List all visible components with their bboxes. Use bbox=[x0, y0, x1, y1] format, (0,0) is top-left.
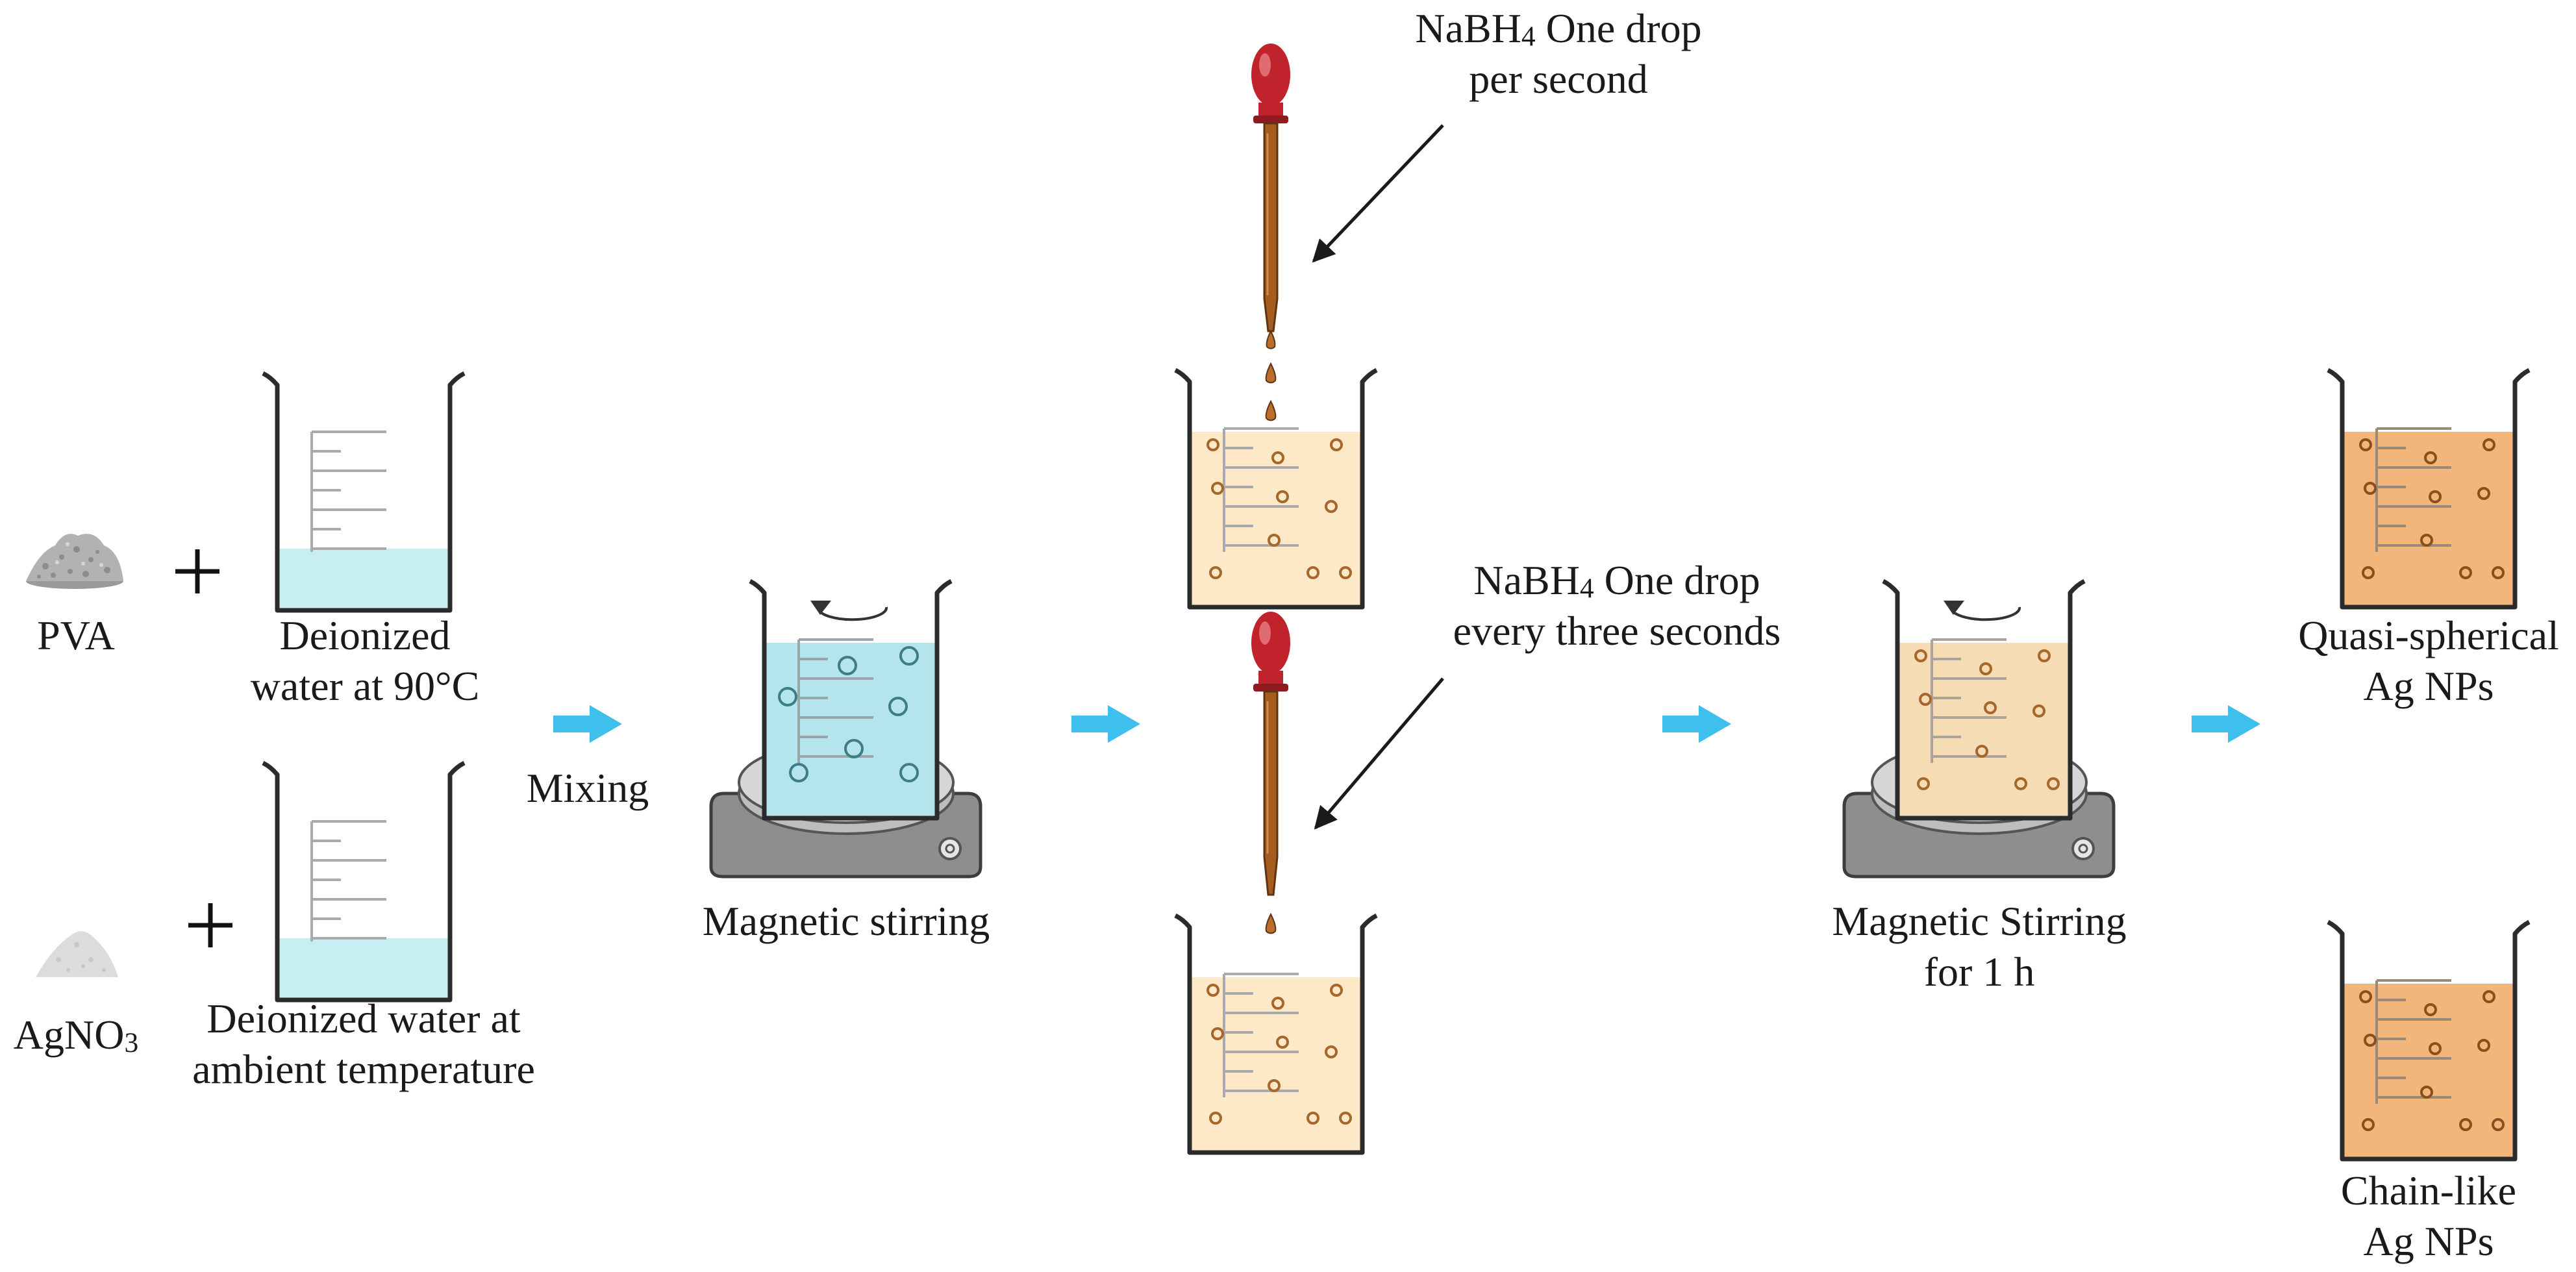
quasi-spherical-label: Quasi-spherical Ag NPs bbox=[2298, 612, 2559, 709]
falling-drop bbox=[1265, 912, 1277, 934]
chain-like-label: Chain-like Ag NPs bbox=[2340, 1167, 2517, 1264]
plus-icon bbox=[188, 903, 232, 947]
beaker-quasi-spherical bbox=[2327, 368, 2531, 610]
agno3-label: AgNO3 bbox=[13, 1012, 139, 1059]
beaker-mixing bbox=[749, 579, 953, 821]
stirrer-knob-icon bbox=[938, 837, 962, 860]
process-arrow bbox=[2192, 705, 2260, 743]
beaker-slow-reduction bbox=[1174, 913, 1378, 1155]
rotation-arrow-icon bbox=[1944, 601, 2021, 621]
hot-water-label: Deionized water at 90°C bbox=[250, 612, 480, 709]
process-arrow bbox=[1071, 705, 1140, 743]
pva-powder-icon bbox=[26, 534, 123, 589]
stirrer-knob-icon bbox=[2071, 837, 2095, 860]
process-arrow bbox=[1662, 705, 1731, 743]
stirring-1h-label: Magnetic Stirring for 1 h bbox=[1832, 898, 2127, 995]
pva-label: PVA bbox=[37, 612, 115, 658]
beaker-ambient-water bbox=[262, 760, 466, 1003]
beaker-chain-like bbox=[2327, 919, 2531, 1162]
dropper-fast bbox=[1251, 44, 1290, 332]
annotation-arrow bbox=[1314, 677, 1444, 830]
plus-icon bbox=[175, 549, 219, 593]
falling-drop bbox=[1265, 329, 1277, 421]
agno3-powder-icon bbox=[36, 931, 118, 977]
beaker-fast-reduction bbox=[1174, 368, 1378, 610]
magnetic-stirring-label: Magnetic stirring bbox=[702, 898, 990, 944]
process-arrow bbox=[553, 705, 622, 743]
rotation-arrow-icon bbox=[810, 601, 888, 621]
beaker-stirring-1h bbox=[1882, 579, 2086, 821]
nabh4-fast-label: NaBH4 One drop per second bbox=[1415, 5, 1702, 102]
mixing-label: Mixing bbox=[526, 765, 649, 811]
dropper-slow bbox=[1251, 612, 1290, 896]
annotation-arrow bbox=[1312, 124, 1444, 263]
beaker-hot-water bbox=[262, 371, 466, 613]
ambient-water-label: Deionized water at ambient temperature bbox=[192, 995, 535, 1092]
nabh4-slow-label: NaBH4 One drop every three seconds bbox=[1453, 557, 1781, 654]
